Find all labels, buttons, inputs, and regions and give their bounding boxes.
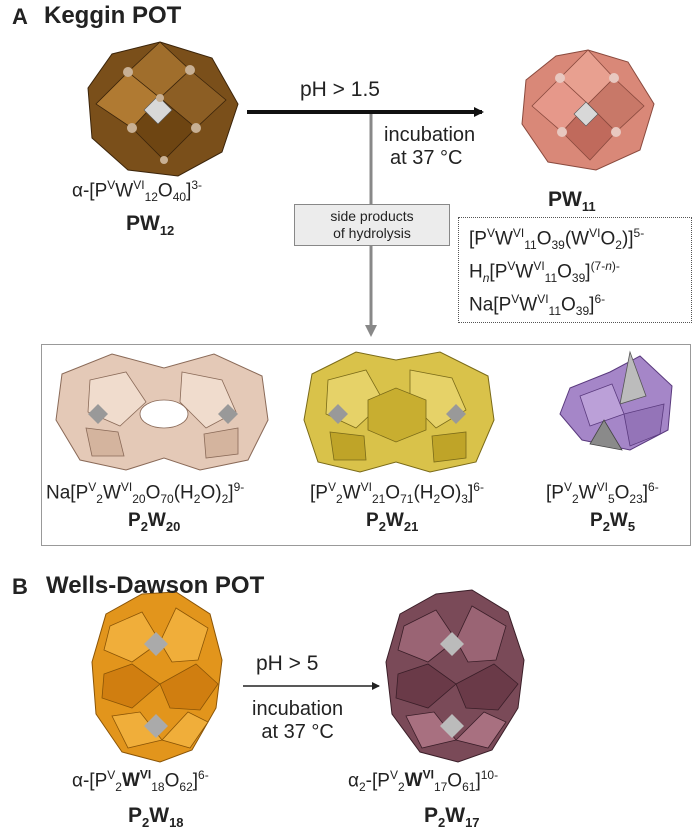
- section-b-title: Wells-Dawson POT: [46, 572, 265, 599]
- side-products-box: side products of hydrolysis: [294, 204, 450, 246]
- incubation-line-1: incubation: [384, 124, 476, 146]
- pw12-formula: α-[PVWVI12O40]3-: [72, 178, 203, 205]
- side-products-line-1: side products: [330, 208, 414, 224]
- section-a-title: Keggin POT: [44, 2, 182, 29]
- pw12-molecule: [87, 41, 239, 177]
- pw11-molecule: [521, 49, 655, 171]
- p2w17-formula: α2-[PV2WVI17O61]10-: [348, 768, 499, 795]
- pw11-species-2: Hn[PVWVI11O39](7-n)-: [469, 259, 620, 286]
- ph-condition-a: pH > 1.5: [300, 78, 380, 101]
- p2w21-formula: [PV2WVI21O71(H2O)3]6-: [310, 480, 484, 507]
- pw11-species-3: Na[PVWVI11O39]6-: [469, 292, 606, 319]
- side-products-line-2: of hydrolysis: [333, 225, 411, 241]
- pw11-species-box: [PVWVI11O39(WVIO2)]5- Hn[PVWVI11O39](7-n…: [458, 217, 692, 323]
- p2w18-code: P2W18: [128, 804, 184, 831]
- incubation-line-2: at 37 °C: [390, 147, 463, 169]
- incubation-b-line-2: at 37 °C: [261, 721, 334, 743]
- p2w20-code: P2W20: [128, 510, 181, 534]
- p2w21-molecule: [303, 351, 495, 473]
- incubation-b-line-1: incubation: [252, 698, 344, 720]
- p2w21-code: P2W21: [366, 510, 419, 534]
- incubation-label-a: incubation at 37 °C: [384, 124, 475, 170]
- p2w17-code: P2W17: [424, 804, 480, 831]
- pw12-alpha-prefix: α: [72, 180, 83, 202]
- p2w17-alpha-prefix: α: [348, 770, 359, 792]
- p2w18-molecule: [91, 591, 223, 763]
- side-products-panel: [41, 344, 691, 546]
- pw12-code: PW12: [126, 212, 175, 239]
- p2w17-molecule: [385, 589, 525, 763]
- p2w18-alpha-prefix: α: [72, 770, 83, 792]
- p2w20-formula: Na[PV2WVI20O70(H2O)2]9-: [46, 480, 245, 507]
- p2w5-formula: [PV2WVI5O23]6-: [546, 480, 659, 507]
- ph-condition-b: pH > 5: [256, 652, 319, 675]
- section-b-letter: B: [12, 574, 28, 599]
- p2w5-molecule: [559, 350, 673, 451]
- pw11-species-1: [PVWVI11O39(WVIO2)]5-: [469, 226, 645, 253]
- section-a-letter: A: [12, 4, 28, 29]
- pw11-code: PW11: [548, 188, 596, 215]
- p2w5-code: P2W5: [590, 510, 636, 534]
- p2w20-molecule: [55, 353, 269, 471]
- incubation-label-b: incubation at 37 °C: [252, 698, 343, 744]
- p2w18-formula: α-[PV2WVI18O62]6-: [72, 768, 209, 795]
